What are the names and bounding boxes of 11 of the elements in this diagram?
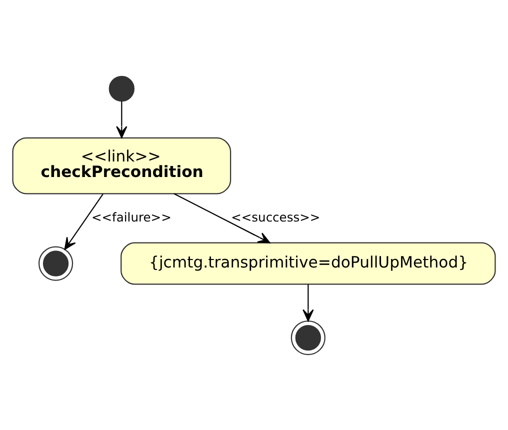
node-circle [38, 246, 74, 280]
node-box: {jcmtg.transprimitive=doPullUpMethod} [120, 242, 496, 284]
edge-label: <<failure>> [92, 210, 172, 224]
node-box: <<link>> checkPrecondition [12, 136, 232, 194]
arrow [64, 193, 104, 250]
node-circle [290, 320, 326, 355]
edge-label: <<success>> [231, 210, 320, 224]
arrow [302, 284, 314, 321]
arrow [116, 100, 128, 138]
arrow [174, 192, 270, 243]
node-circle [108, 75, 134, 102]
